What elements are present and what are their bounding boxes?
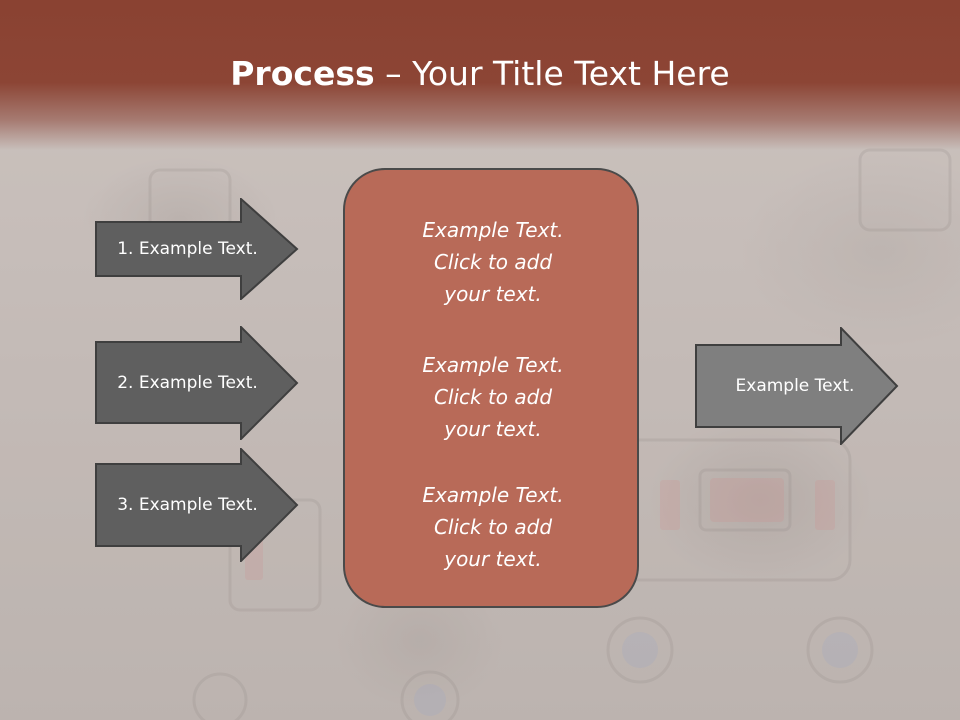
center-line: your text. [444,547,542,571]
left-arrow-2[interactable]: 2. Example Text. [95,326,300,440]
right-arrow-label: Example Text. [735,376,855,396]
center-line: Click to add [433,385,553,409]
slide-title[interactable]: Process – Your Title Text Here [0,52,960,96]
center-line: Example Text. [422,218,564,242]
center-line: Click to add [433,515,553,539]
center-paragraph-3: Example Text. Click to add your text. [345,479,641,575]
center-line: your text. [444,282,542,306]
center-line: Click to add [433,250,553,274]
left-arrow-1[interactable]: 1. Example Text. [95,198,300,300]
center-line: Example Text. [422,483,564,507]
center-line: your text. [444,417,542,441]
left-arrow-label: 2. Example Text. [117,373,258,393]
center-paragraph-1: Example Text. Click to add your text. [345,214,641,310]
slide-title-rest: – Your Title Text Here [374,54,730,93]
arrow-right-shape [95,198,299,300]
title-banner [0,0,960,150]
right-arrow[interactable]: Example Text. [695,327,900,445]
arrow-right-shape [695,327,899,445]
center-paragraph-2: Example Text. Click to add your text. [345,349,641,445]
arrow-right-shape [95,448,299,562]
slide-title-bold: Process [230,54,375,93]
left-arrow-label: 1. Example Text. [117,239,258,259]
center-line: Example Text. [422,353,564,377]
left-arrow-label: 3. Example Text. [117,495,258,515]
left-arrow-3[interactable]: 3. Example Text. [95,448,300,562]
center-text-box[interactable]: Example Text. Click to add your text. Ex… [343,168,639,608]
arrow-right-shape [95,326,299,440]
